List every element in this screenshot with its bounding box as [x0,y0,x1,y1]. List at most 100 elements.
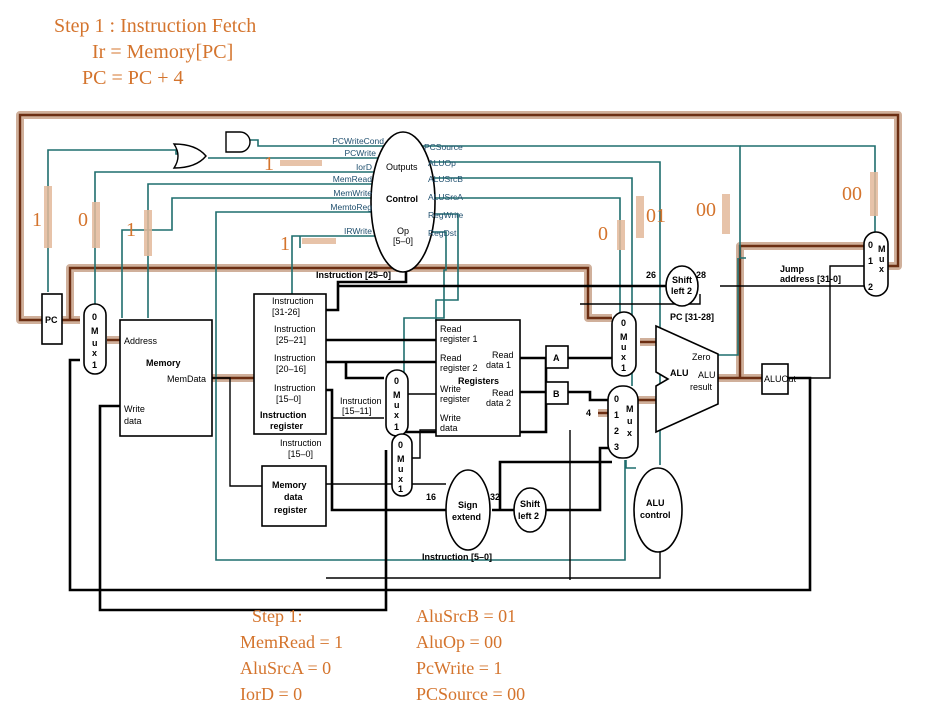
mux-u-label: u [398,464,404,474]
wire-labels-jump1-label: Jump [780,264,805,274]
alu-control: ALU control [633,467,683,553]
blocks-ir-r1-label: [31-26] [272,307,300,317]
blocks-ir-f3-label: Instruction [274,353,316,363]
mux-zero-label: 0 [398,440,403,450]
summary-right-0: AluSrcB = 01 [416,606,516,626]
blocks-signext-l1-label: Sign [458,500,478,510]
blocks-shift1-l2-label: left 2 [518,511,539,521]
shift-left-2-lower: Shift left 2 [513,487,547,533]
mux-zero-label: 0 [868,240,873,250]
blocks-aluout-label: ALUOut [764,374,797,384]
control-op-range: [5–0] [393,236,413,246]
blocks-alucontrol-l1-label: ALU [646,498,665,508]
control-right-signals: PCSource ALUOp ALUSrcB ALUSrcA RegWrite … [424,142,464,238]
wire-labels-n32-label: 32 [490,492,500,502]
a-register: A [545,345,569,369]
memory-data-register: Memory data register [261,465,327,527]
active-path-highlight [16,111,902,417]
wire-labels-n28-label: 28 [696,270,706,280]
blocks-shift2-l1-label: Shift [672,275,692,285]
signal-irwrite-value: 1 [280,233,290,255]
blocks-memory-data-label: data [124,416,142,426]
wire-labels-instr-15-0a-label: Instruction [280,438,322,448]
mux-m-label: M [393,390,401,400]
instruction-register: Instruction [31-26] Instruction [25–21] … [253,293,327,435]
blocks-memory-title-label: Memory [146,358,181,368]
blocks-pc-label: PC [45,315,58,325]
blocks-ir-f2-label: Instruction [274,324,316,334]
mux-x-label: x [92,348,97,358]
blocks-signext-l2-label: extend [452,512,481,522]
control-left-signals: PCWriteCond PCWrite IorD MemRead MemWrit… [330,136,384,236]
pcsource-mux: 0 1 2 M u x [863,231,889,297]
wire-labels-n26-label: 26 [646,270,656,280]
mux-x-label: x [394,410,399,420]
blocks-mdr-l3-label: register [274,505,308,515]
summary-left-0: MemRead = 1 [240,632,343,652]
blocks-alucontrol-l2-label: control [640,510,671,520]
blocks-regs-rd1a-label: Read [492,350,514,360]
sig-alusrcb: ALUSrcB [428,174,463,184]
or-gate-icon [172,143,207,169]
blocks-regs-title-label: Registers [458,376,499,386]
b-register: B [545,381,569,405]
blocks-ir-r3-label: [20–16] [276,364,306,374]
signal-pcsource-value: 00 [842,183,862,205]
shift-left-2-jump: Shift left 2 [665,265,699,307]
sig-memwrite: MemWrite [333,188,372,198]
step-summary: Step 1: MemRead = 1 AluSrcA = 0 IorD = 0… [240,606,525,704]
blocks-regs-wrb-label: register [440,394,470,404]
signal-left-b-value: 0 [78,209,88,231]
blocks-a-label: A [553,353,560,363]
and-gate-icon [225,131,251,153]
mux-one-label: 1 [621,363,626,373]
sig-pcwritecond: PCWriteCond [332,136,384,146]
blocks-shift2-l2-label: left 2 [671,286,692,296]
mux-u-label: u [879,254,885,264]
mux-m-label: M [397,454,405,464]
blocks-ir-f4-label: Instruction [274,383,316,393]
sig-iord: IorD [356,162,372,172]
control-op-label: Op [397,226,409,236]
alu: ALU Zero ALU result [655,324,719,434]
summary-right-2: PcWrite = 1 [416,658,502,678]
step-heading-title: Step 1 : Instruction Fetch [54,15,256,37]
blocks-memory-write-label: Write [124,404,145,414]
signal-values: 1 1 1 1 0 0 01 00 00 [32,153,862,255]
mux-one-label: 1 [868,256,873,266]
mux-u-label: u [394,400,400,410]
blocks-regs-wdb-label: data [440,423,458,433]
mux-u-label: u [92,338,98,348]
sig-aluop: ALUOp [428,158,456,168]
mux-three-label: 3 [614,442,619,452]
signal-left-a-value: 1 [32,209,42,231]
mux-one-label: 1 [398,484,403,494]
mux-zero-label: 0 [614,394,619,404]
mux-x-label: x [398,474,403,484]
blocks-ir-t2-label: register [270,421,304,431]
control-unit: Outputs Control Op [5–0] [370,131,436,273]
signal-iord-side-value: 1 [126,219,136,241]
mux-m-label: M [626,404,634,414]
signal-alusrcb-value: 01 [646,205,666,227]
summary-right-3: PCSource = 00 [416,684,525,704]
blocks-regs-wra-label: Write [440,384,461,394]
sig-pcwrite: PCWrite [345,148,377,158]
regdst-mux: 0 M u x 1 [385,369,409,437]
mux-zero-label: 0 [92,312,97,322]
sig-irwrite: IRWrite [344,226,372,236]
blocks-ir-t1-label: Instruction [260,410,307,420]
pc-register: PC [41,293,63,345]
control-outputs-label: Outputs [386,162,418,172]
alusrca-mux: 0 M u x 1 [611,311,637,377]
wire-labels-instr-25-0-label: Instruction [25–0] [316,270,391,280]
blocks-regs-rr1a-label: Read [440,324,462,334]
wire-labels-instr-15-0b-label: [15–0] [288,449,313,459]
sig-pcsource: PCSource [424,142,463,152]
blocks-ir-r4-label: [15–0] [276,394,301,404]
blocks-mdr-l2-label: data [284,492,304,502]
iord-mux: 0 M u x 1 [83,303,107,375]
blocks-mdr-l1-label: Memory [272,480,307,490]
step-heading-line2: PC = PC + 4 [82,67,183,89]
